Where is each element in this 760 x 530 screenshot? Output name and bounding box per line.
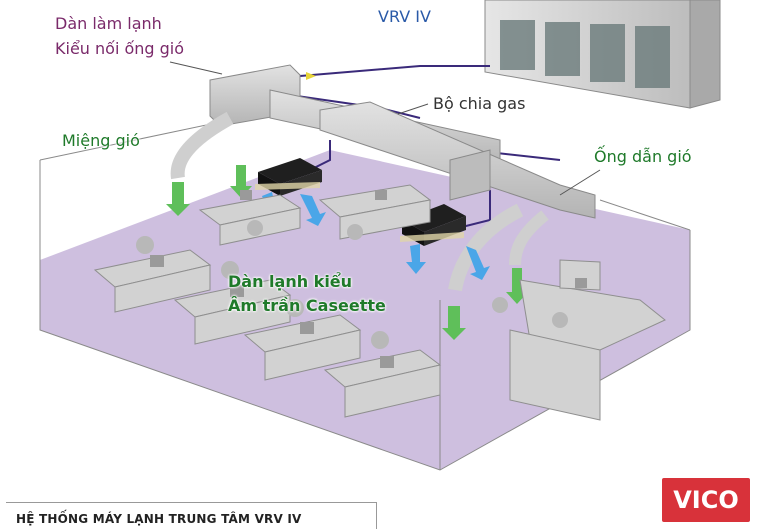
flex-duct-right [448,203,524,292]
label-fancoil-duct-line1: Dàn làm lạnh [55,14,162,33]
brand-logo: VICO [662,478,750,522]
caption-box [6,502,377,529]
office-chairs [136,220,568,349]
air-duct-main [209,64,596,219]
label-cassette-line1: Dàn lạnh kiểu [228,272,353,291]
gas-divider-marker [306,72,316,80]
brand-logo-text: VICO [673,486,739,514]
label-air-grille: Miệng gió [62,131,140,150]
monitors [150,190,587,368]
label-gas-divider: Bộ chia gas [433,94,526,113]
flex-duct-left [170,111,234,180]
leader-lines [169,61,601,196]
outdoor-unit [484,0,721,109]
diagram-caption: HỆ THỐNG MÁY LẠNH TRUNG TÂM VRV IV [16,512,302,526]
cassette-unit-1 [255,158,322,196]
label-cassette-line2: Âm trần Caseette [228,296,386,315]
office-desks [93,184,666,421]
label-outdoor-unit: VRV IV [378,7,431,26]
label-air-duct: Ống dẫn gió [594,147,692,166]
label-fancoil-duct-line2: Kiểu nối ống gió [55,39,185,58]
